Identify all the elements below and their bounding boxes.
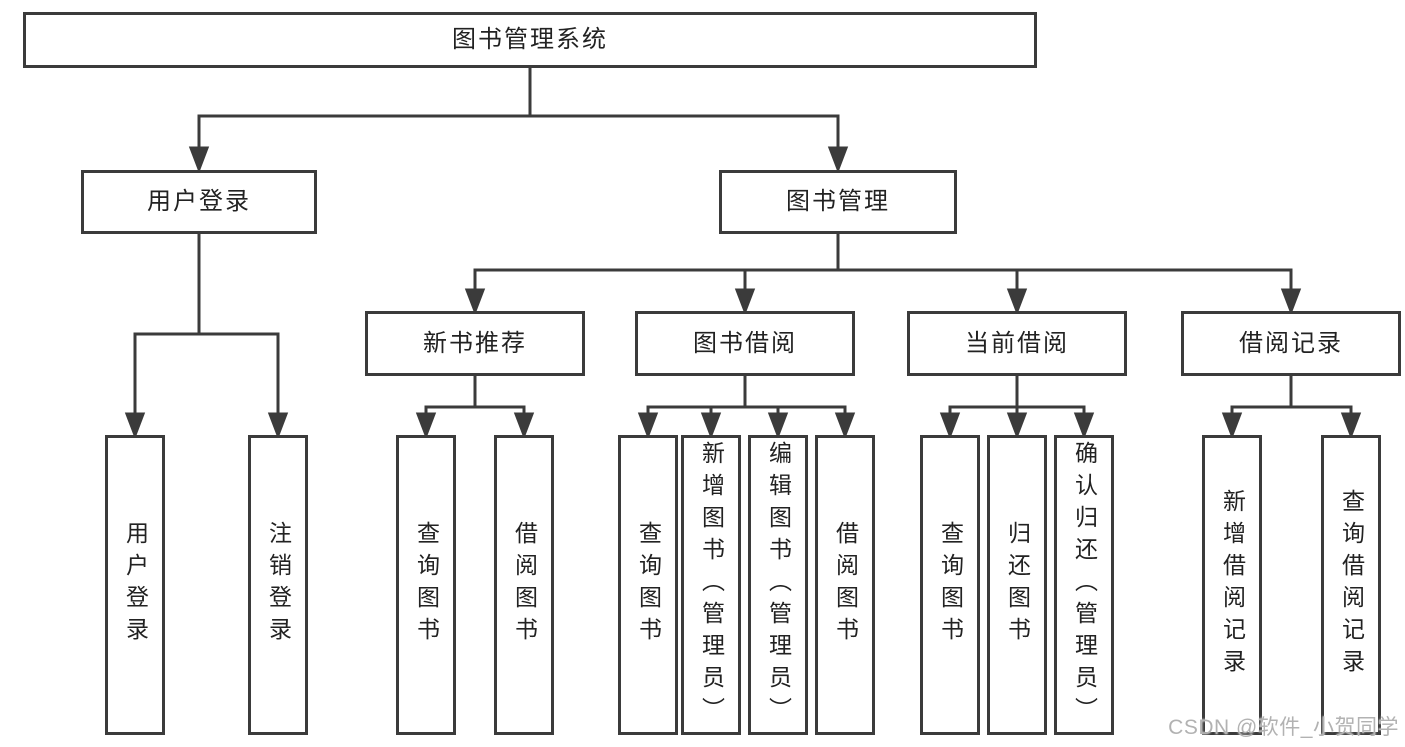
connector-current-borrow-group	[939, 376, 1095, 440]
node-current-borrowing: 当前借阅	[907, 311, 1127, 376]
leaf-query-book-recommend: 查询图书	[396, 435, 456, 735]
leaf-add-borrow-record: 新增借阅记录	[1202, 435, 1262, 735]
connector-borrow-record-group	[1221, 376, 1362, 440]
leaf-user-login: 用户登录	[105, 435, 165, 735]
leaf-query-borrow-record: 查询借阅记录	[1321, 435, 1381, 735]
connector-new-book-group	[415, 376, 535, 440]
node-user-login: 用户登录	[81, 170, 317, 234]
csdn-watermark: CSDN @软件_小贺同学	[1168, 716, 1399, 739]
leaf-borrow-book-recommend: 借阅图书	[494, 435, 554, 735]
connector-book-management-group	[464, 234, 1302, 316]
node-book-management: 图书管理	[719, 170, 957, 234]
node-new-book-recommend: 新书推荐	[365, 311, 585, 376]
leaf-logout: 注销登录	[248, 435, 308, 735]
leaf-query-book-current: 查询图书	[920, 435, 980, 735]
leaf-confirm-return-admin: 确认归还（管理员）	[1054, 435, 1114, 735]
leaf-return-book: 归还图书	[987, 435, 1047, 735]
leaf-query-book-borrowing: 查询图书	[618, 435, 678, 735]
connector-root-to-level2	[188, 68, 849, 174]
node-library-management-system: 图书管理系统	[23, 12, 1037, 68]
node-borrowing-records: 借阅记录	[1181, 311, 1401, 376]
node-book-borrowing: 图书借阅	[635, 311, 855, 376]
connector-book-borrow-group	[637, 376, 856, 440]
connector-user-login-group	[124, 234, 289, 440]
leaf-borrow-book-borrowing: 借阅图书	[815, 435, 875, 735]
leaf-add-book-admin: 新增图书（管理员）	[681, 435, 741, 735]
leaf-edit-book-admin: 编辑图书（管理员）	[748, 435, 808, 735]
